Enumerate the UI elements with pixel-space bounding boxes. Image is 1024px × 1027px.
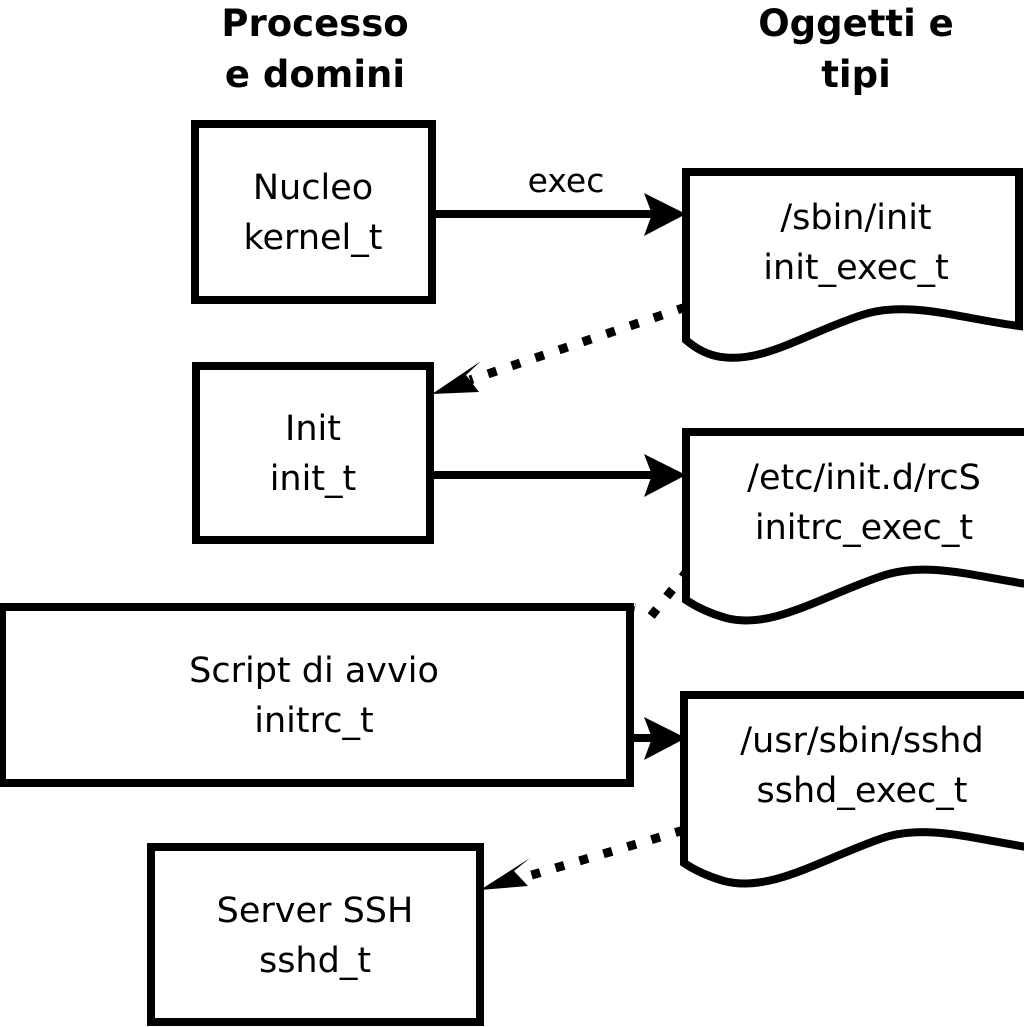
- node-kernel-line2: kernel_t: [244, 218, 383, 258]
- node-kernel[interactable]: Nucleo kernel_t: [191, 120, 436, 304]
- node-sshd-exec-document[interactable]: [680, 691, 1024, 888]
- node-initrc[interactable]: Script di avvio initrc_t: [0, 603, 634, 787]
- node-init-exec-line2: init_exec_t: [763, 248, 948, 288]
- column-heading-processes: Processo e domini: [221, 2, 408, 96]
- edge-sshd-exec-to-sshd-arrowhead: [480, 858, 530, 890]
- edge-initrc-exec-to-initrc-line: [644, 567, 692, 623]
- node-init-box[interactable]: [192, 362, 434, 544]
- node-sshd-exec-line1: /usr/sbin/sshd: [740, 721, 983, 761]
- edge-kernel-to-init-exec: exec: [432, 161, 686, 236]
- node-kernel-line1: Nucleo: [253, 168, 373, 208]
- node-init-exec-line1: /sbin/init: [780, 198, 931, 238]
- node-sshd-line2: sshd_t: [259, 941, 371, 981]
- edge-initrc-to-sshd-exec-arrowhead: [644, 717, 686, 760]
- edge-init-exec-to-init-line: [468, 302, 688, 385]
- edge-initrc-to-sshd-exec: [630, 717, 686, 760]
- node-kernel-box[interactable]: [191, 120, 436, 304]
- node-sshd-box[interactable]: [147, 843, 484, 1026]
- edge-init-exec-to-init-arrowhead: [432, 361, 481, 394]
- edge-sshd-exec-to-sshd: [480, 825, 686, 890]
- node-initrc-exec-line1: /etc/init.d/rcS: [747, 458, 981, 498]
- edge-label-exec: exec: [528, 161, 605, 200]
- node-initrc-line1: Script di avvio: [189, 651, 439, 691]
- column-heading-objects-line1: Oggetti e: [758, 2, 954, 45]
- node-init-line2: init_t: [270, 459, 357, 499]
- node-sshd-exec[interactable]: /usr/sbin/sshd sshd_exec_t: [680, 691, 1024, 888]
- node-init-line1: Init: [285, 409, 341, 449]
- node-initrc-exec-document[interactable]: [682, 428, 1024, 625]
- edge-init-to-initrc-exec-arrowhead: [644, 454, 686, 497]
- node-init-exec-document[interactable]: [682, 168, 1023, 362]
- edge-init-exec-to-init: [432, 302, 688, 394]
- edge-init-to-initrc-exec: [430, 454, 686, 497]
- node-initrc-line2: initrc_t: [254, 701, 373, 741]
- node-initrc-exec[interactable]: /etc/init.d/rcS initrc_exec_t: [682, 428, 1024, 625]
- column-heading-processes-line2: e domini: [225, 53, 405, 96]
- column-heading-objects: Oggetti e tipi: [758, 2, 954, 96]
- node-sshd-line1: Server SSH: [217, 891, 414, 931]
- node-initrc-box[interactable]: [0, 603, 634, 787]
- node-init-exec[interactable]: /sbin/init init_exec_t: [682, 168, 1023, 362]
- edge-kernel-to-init-exec-arrowhead: [644, 193, 686, 236]
- column-heading-objects-line2: tipi: [821, 53, 891, 96]
- node-sshd[interactable]: Server SSH sshd_t: [147, 843, 484, 1026]
- node-initrc-exec-line2: initrc_exec_t: [755, 508, 973, 548]
- node-sshd-exec-line2: sshd_exec_t: [757, 771, 968, 811]
- column-heading-processes-line1: Processo: [221, 2, 408, 45]
- node-init[interactable]: Init init_t: [192, 362, 434, 544]
- edge-sshd-exec-to-sshd-line: [523, 825, 686, 882]
